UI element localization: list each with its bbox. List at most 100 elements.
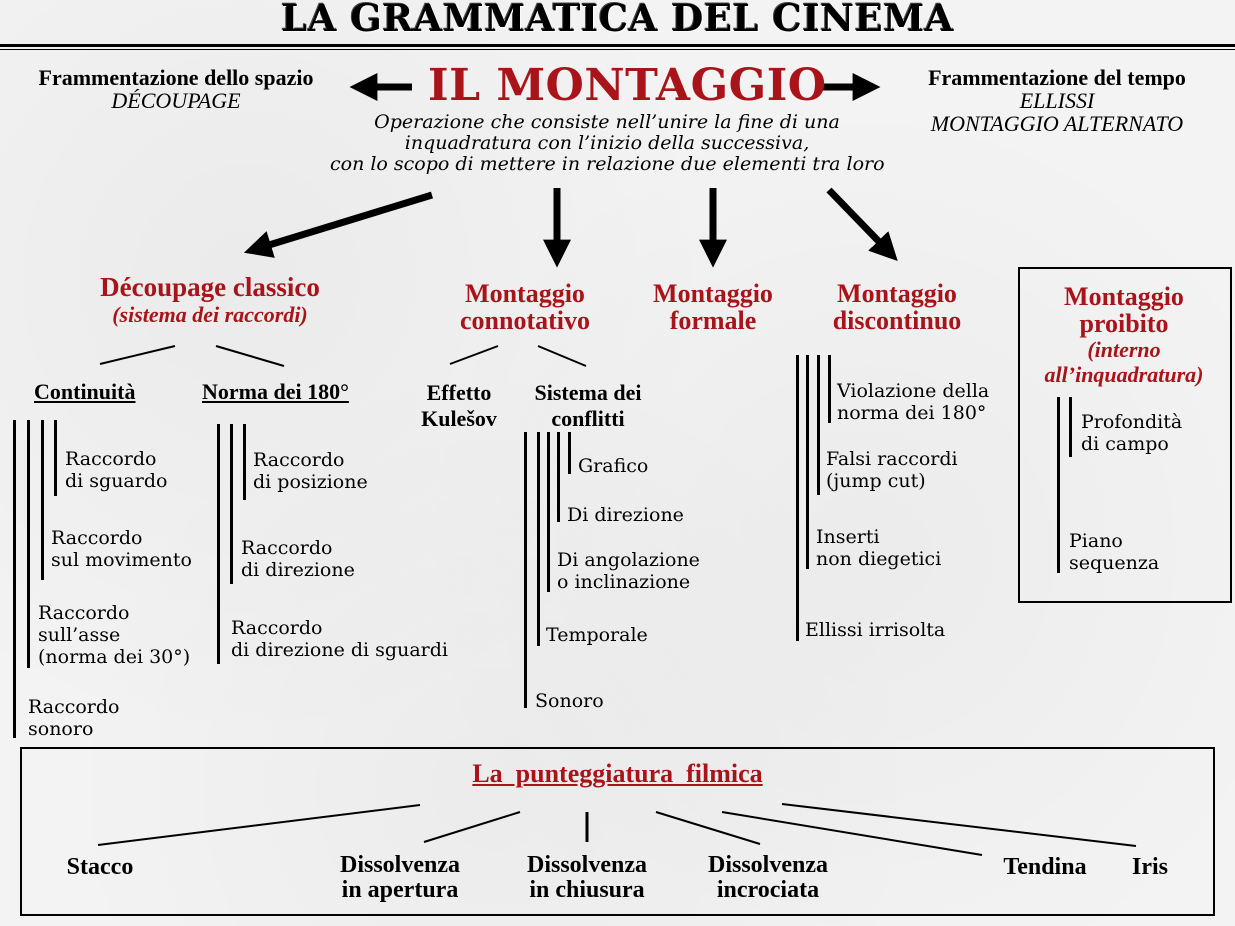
punct-line: in apertura: [341, 877, 459, 903]
tree-line: [13, 420, 16, 738]
proibito-subtitle: (interno all’inquadratura): [1020, 337, 1228, 387]
title-line: Montaggio: [837, 279, 957, 308]
right-aside: Frammentazione del tempo ELLISSI MONTAGG…: [882, 66, 1232, 135]
leaf-sonoro: Sonoro: [535, 690, 604, 712]
leaf-raccordo-asse: Raccordo sull’asse (norma dei 30°): [38, 602, 190, 668]
punct-line: incrociata: [716, 877, 820, 903]
center-title: IL MONTAGGIO: [428, 60, 827, 111]
title-line: discontinuo: [832, 306, 962, 335]
title-line: Montaggio: [1064, 282, 1184, 311]
title-line: proibito: [1079, 309, 1169, 338]
leaf-raccordo-sonoro: Raccordo sonoro: [28, 696, 119, 740]
left-aside-subtitle: DÉCOUPAGE: [111, 88, 241, 113]
decoupage-heading: Découpage classico (sistema dei raccordi…: [60, 272, 360, 328]
tree-line: [41, 420, 44, 580]
title-line: Effetto: [426, 380, 492, 405]
punctuation-box: [20, 747, 1215, 916]
punctuation-title: La punteggiatura filmica: [472, 759, 763, 788]
arrow-to-discontinuo: [826, 187, 898, 262]
leaf-ellissi-irrisolta: Ellissi irrisolta: [805, 619, 946, 641]
decoupage-subtitle: (sistema dei raccordi): [112, 302, 308, 327]
leaf-line: Raccordo: [253, 449, 345, 471]
leaf-inserti: Inserti non diegetici: [816, 526, 941, 570]
leaf-profondita: Profondità di campo: [1081, 411, 1182, 455]
right-aside-title: Frammentazione del tempo: [928, 65, 1186, 90]
leaf-line: Raccordo: [51, 527, 143, 549]
tree-line: [547, 432, 550, 592]
leaf-line: non diegetici: [816, 548, 942, 570]
punct-iris: Iris: [1115, 855, 1185, 880]
tree-line: [828, 355, 831, 423]
tree-line: [796, 355, 799, 641]
leaf-violazione: Violazione della norma dei 180°: [837, 380, 989, 424]
proibito-title: Montaggio proibito: [1020, 283, 1228, 337]
leaf-line: Raccordo: [241, 537, 333, 559]
punct-line: Dissolvenza: [527, 852, 647, 878]
left-aside-title: Frammentazione dello spazio: [38, 65, 314, 90]
tree-line: [568, 432, 571, 474]
norma-title: Norma dei 180°: [202, 379, 349, 404]
leaf-line: di direzione: [241, 559, 355, 581]
leaf-di-direzione: Di direzione: [567, 504, 684, 526]
tree-line: [557, 432, 560, 522]
punct-tendina: Tendina: [985, 855, 1105, 880]
leaf-line: sull’asse: [38, 624, 121, 646]
continuita-title: Continuità: [34, 379, 136, 404]
tree-line: [1057, 397, 1060, 573]
punct-line: Dissolvenza: [708, 852, 828, 878]
leaf-line: (jump cut): [826, 470, 926, 492]
title-line: Montaggio: [465, 279, 585, 308]
tree-line: [54, 420, 57, 496]
tree-line: [524, 432, 527, 708]
title-line: conflitti: [551, 406, 625, 431]
punct-dissolvenza-chiusura: Dissolvenza in chiusura: [507, 853, 667, 903]
punct-line: Stacco: [66, 854, 134, 880]
definition-line: con lo scopo di mettere in relazione due…: [330, 153, 885, 175]
leaf-line: Falsi raccordi: [826, 448, 958, 470]
subtitle-line: all’inquadratura): [1044, 362, 1204, 387]
leaf-line: sequenza: [1069, 552, 1160, 574]
page-title: LA GRAMMATICA DEL CINEMA: [281, 0, 954, 40]
leaf-line: Violazione della: [837, 380, 990, 402]
definition-line: inquadratura con l’inizio della successi…: [404, 132, 810, 154]
leaf-line: Raccordo: [231, 617, 323, 639]
right-aside-item: MONTAGGIO ALTERNATO: [930, 111, 1184, 136]
leaf-line: (norma dei 30°): [38, 646, 191, 668]
leaf-line: di sguardo: [65, 470, 168, 492]
leaf-line: di posizione: [253, 471, 368, 493]
title-line: connotativo: [460, 306, 590, 335]
leaf-line: Profondità: [1081, 411, 1183, 433]
punct-line: Iris: [1132, 854, 1168, 880]
punct-dissolvenza-incrociata: Dissolvenza incrociata: [688, 853, 848, 903]
punct-dissolvenza-apertura: Dissolvenza in apertura: [320, 853, 480, 903]
leaf-line: di campo: [1081, 433, 1169, 455]
leaf-di-angolazione: Di angolazione o inclinazione: [557, 549, 700, 593]
formale-title: Montaggio formale: [628, 280, 798, 334]
title-line: Sistema dei: [534, 380, 642, 405]
tree-line: [537, 432, 540, 646]
left-aside: Frammentazione dello spazio DÉCOUPAGE: [0, 66, 352, 112]
leaf-raccordo-direzione: Raccordo di direzione: [241, 537, 355, 581]
punct-line: Dissolvenza: [340, 852, 460, 878]
leaf-raccordo-sguardo: Raccordo di sguardo: [65, 448, 167, 492]
proibito-box: [1018, 267, 1232, 603]
arrow-to-decoupage: [243, 191, 434, 258]
kulesov-title: Effetto Kulešov: [404, 380, 514, 432]
punct-line: Tendina: [1003, 854, 1087, 880]
leaf-falsi-raccordi: Falsi raccordi (jump cut): [826, 448, 958, 492]
leaf-line: Inserti: [816, 526, 880, 548]
decoupage-title: Découpage classico: [100, 272, 320, 302]
tree-line: [806, 355, 809, 569]
leaf-line: sul movimento: [51, 549, 192, 571]
tree-line: [27, 420, 30, 668]
title-underline-thick: [0, 44, 1235, 47]
conflitti-title: Sistema dei conflitti: [514, 380, 662, 432]
subtitle-line: (interno: [1087, 337, 1161, 362]
leaf-line: Raccordo: [65, 448, 157, 470]
tree-line: [217, 424, 220, 664]
leaf-line: o inclinazione: [557, 571, 691, 593]
leaf-line: sonoro: [28, 718, 94, 740]
